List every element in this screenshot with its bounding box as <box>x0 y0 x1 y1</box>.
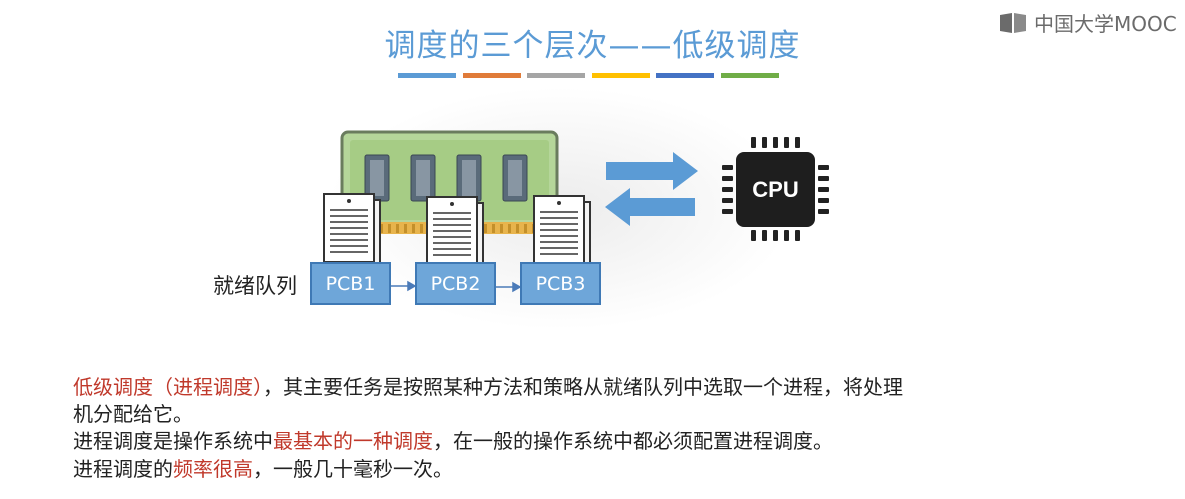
mooc-watermark: 中国大学MOOC <box>998 8 1177 37</box>
title-rule-5 <box>656 73 714 78</box>
cpu-label: CPU <box>752 177 798 202</box>
title-rule-2 <box>463 73 521 78</box>
pcb-box-3: PCB3 <box>520 262 601 305</box>
pcb-box-1: PCB1 <box>310 262 391 305</box>
pcb-link-arrow-1 <box>388 280 417 292</box>
pcb-box-2: PCB2 <box>415 262 496 305</box>
document-icon-3 <box>533 195 591 271</box>
watermark-text: 中国大学MOOC <box>1034 12 1177 36</box>
description-line-4-b: ，一般几十毫秒一次。 <box>253 457 453 481</box>
title-rule-4 <box>592 73 650 78</box>
document-icon-1 <box>323 193 381 269</box>
description-line-3-a: 进程调度是操作系统中 <box>73 429 273 453</box>
mooc-logo-icon <box>1000 12 1026 33</box>
description-line-4-a: 进程调度的 <box>73 457 173 481</box>
low-level-scheduling-term: 低级调度（进程调度） <box>73 375 263 399</box>
title-rule-6 <box>721 73 779 78</box>
description-line-1-text: ，其主要任务是按照某种方法和策略从就绪队列中选取一个进程，将处理 <box>263 375 903 399</box>
return-arrow-left-icon <box>605 188 695 226</box>
description-line-4: 进程调度的频率很高，一般几十毫秒一次。 <box>73 456 453 483</box>
pcb-link-arrow-2 <box>493 281 522 293</box>
ready-queue-label: 就绪队列 <box>213 274 297 298</box>
title-rule-3 <box>527 73 585 78</box>
most-basic-scheduling-term: 最基本的一种调度 <box>273 429 433 453</box>
slide-title: 调度的三个层次——低级调度 <box>384 28 801 64</box>
document-icon-2 <box>426 196 484 272</box>
description-line-1: 低级调度（进程调度），其主要任务是按照某种方法和策略从就绪队列中选取一个进程，将… <box>73 374 903 401</box>
title-rule-1 <box>398 73 456 78</box>
description-line-2: 机分配给它。 <box>73 402 193 426</box>
cpu-icon: CPU <box>722 137 829 241</box>
description-line-3: 进程调度是操作系统中最基本的一种调度，在一般的操作系统中都必须配置进程调度。 <box>73 428 833 455</box>
dispatch-arrow-right-icon <box>606 152 698 190</box>
high-frequency-term: 频率很高 <box>173 457 253 481</box>
description-line-3-b: ，在一般的操作系统中都必须配置进程调度。 <box>433 429 833 453</box>
